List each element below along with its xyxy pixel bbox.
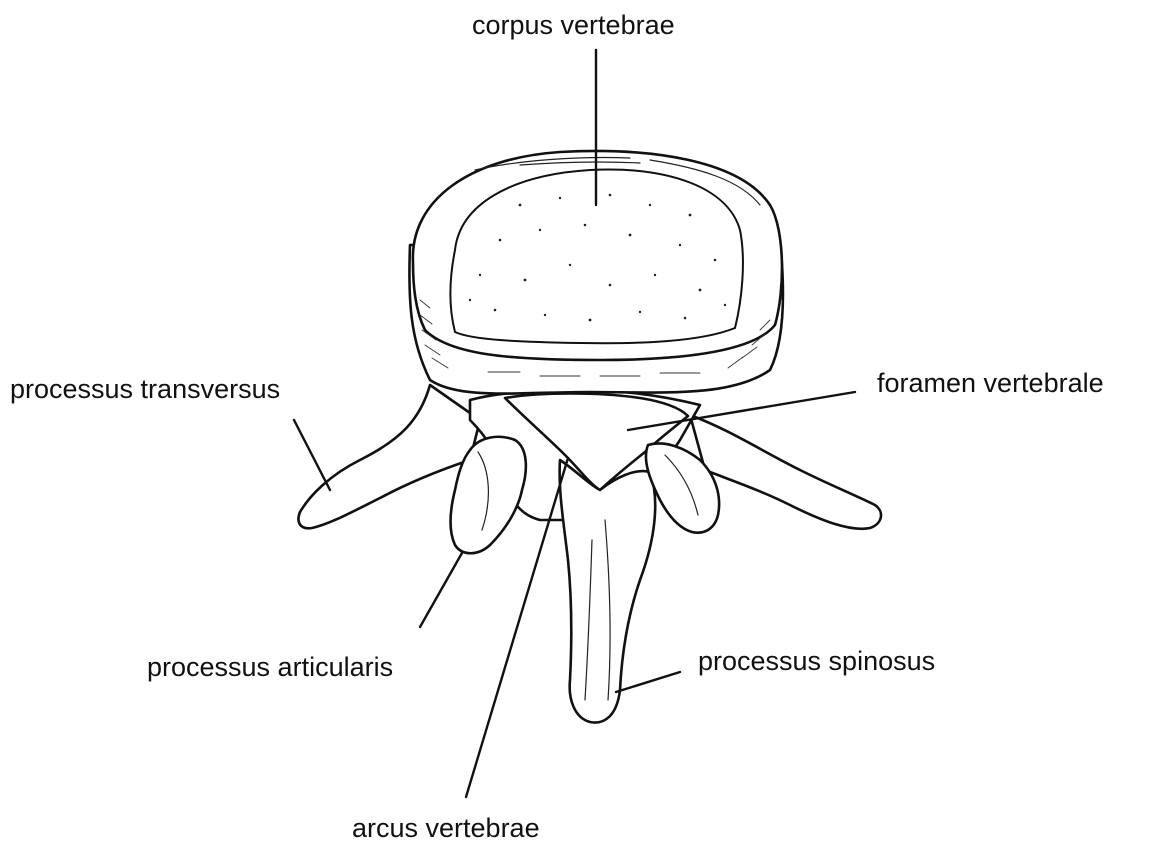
label-processus-transversus: processus transversus [10,376,280,403]
label-processus-spinosus: processus spinosus [698,648,935,675]
leader-spinosus [616,672,680,692]
label-corpus-vertebrae: corpus vertebrae [472,12,675,39]
label-arcus-vertebrae: arcus vertebrae [352,815,540,842]
label-foramen-vertebrale: foramen vertebrale [877,370,1104,397]
leader-transversus [294,420,330,490]
label-processus-articularis: processus articularis [147,654,393,681]
leader-articularis [420,553,462,627]
